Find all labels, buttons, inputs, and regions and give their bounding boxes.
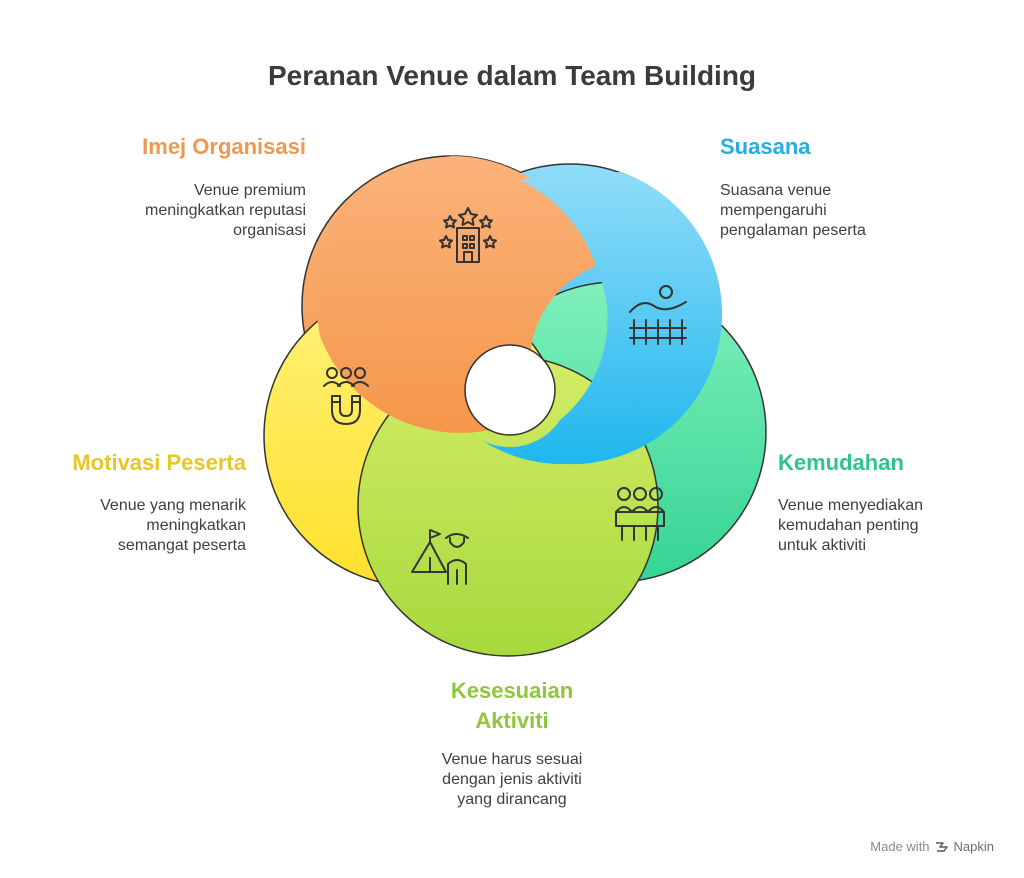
desc-kesesuaian-line-2: dengan jenis aktiviti (442, 771, 582, 788)
desc-imej-line-1: Venue premium (193, 182, 306, 199)
footer-attribution: Made with Napkin (870, 839, 994, 854)
desc-kemudahan: Venue menyediakan kemudahan penting untu… (778, 496, 923, 556)
desc-motivasi-line-2: meningkatkan (146, 517, 246, 534)
page-title: Peranan Venue dalam Team Building (267, 60, 757, 91)
desc-motivasi-line-3: semangat peserta (117, 537, 246, 554)
napkin-logo-icon (935, 841, 948, 852)
group-table-icon (615, 487, 665, 541)
desc-kemudahan-line-1: Venue menyediakan (778, 497, 923, 514)
desc-kesesuaian-line-1: Venue harus sesuai (441, 751, 583, 768)
desc-imej-line-2: meningkatkan reputasi (145, 202, 306, 219)
heading-kemudahan: Kemudahan (778, 450, 904, 475)
heading-motivasi: Motivasi Peserta (72, 450, 246, 475)
center-hole (464, 344, 556, 436)
heading-suasana: Suasana (720, 134, 811, 159)
napkin-brand: Napkin (953, 839, 994, 854)
desc-kemudahan-line-2: kemudahan penting (778, 517, 919, 534)
desc-suasana-line-3: pengalaman peserta (720, 222, 866, 239)
camper-tent-icon (411, 529, 469, 585)
desc-kemudahan-line-3: untuk aktiviti (778, 537, 867, 554)
desc-motivasi-line-1: Venue yang menarik (100, 497, 246, 514)
desc-suasana-line-2: mempengaruhi (720, 202, 827, 219)
desc-imej-line-3: organisasi (233, 222, 306, 239)
desc-kesesuaian: Venue harus sesuai dengan jenis aktiviti… (392, 750, 632, 810)
hotel-stars-icon (439, 207, 497, 263)
desc-motivasi: Venue yang menarik meningkatkan semangat… (100, 496, 246, 556)
made-with-label: Made with (870, 839, 930, 854)
desc-kesesuaian-line-3: yang dirancang (457, 791, 567, 808)
landscape-fence-icon (629, 285, 687, 345)
desc-imej: Venue premium meningkatkan reputasi orga… (145, 181, 306, 241)
desc-suasana: Suasana venue mempengaruhi pengalaman pe… (720, 181, 866, 241)
people-magnet-icon (323, 367, 369, 425)
heading-kesesuaian-word: Kesesuaian (450, 678, 574, 703)
desc-suasana-line-1: Suasana venue (720, 182, 832, 199)
segment-suasana-overlap (470, 172, 723, 465)
heading-kesesuaian-word: Aktiviti (475, 708, 549, 733)
heading-imej: Imej Organisasi (142, 134, 306, 159)
